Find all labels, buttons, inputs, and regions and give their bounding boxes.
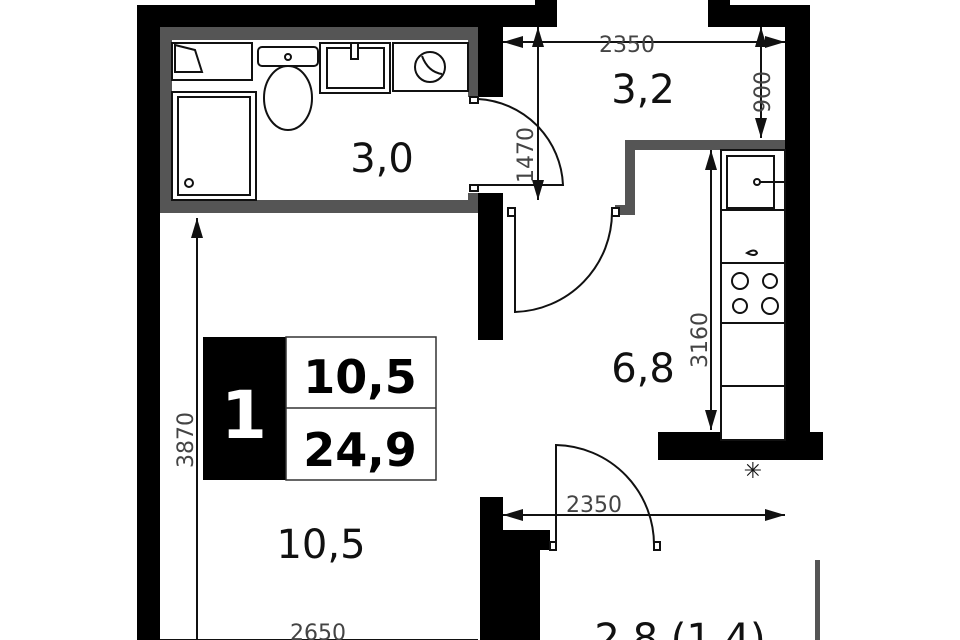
- svg-text:✳: ✳: [744, 459, 762, 484]
- kitchen-door: [514, 211, 613, 314]
- total-area: 24,9: [303, 423, 417, 477]
- rooms-count: 1: [221, 377, 267, 454]
- apartment-badge: 1 10,5 24,9: [203, 336, 437, 481]
- walls: [137, 0, 823, 640]
- sink-small-icon: [171, 42, 253, 81]
- partitions: [160, 27, 820, 640]
- dim-hallway-width: 2350: [599, 33, 655, 58]
- dim-kitchen-length: 3160: [688, 312, 713, 368]
- dim-bathroom-door: 1470: [514, 127, 539, 183]
- dim-living-width: 2650: [290, 621, 346, 640]
- room-area-kitchen: 6,8: [611, 346, 675, 392]
- kitchen-units: ✳: [720, 149, 786, 484]
- toilet-icon: [257, 46, 319, 131]
- room-labels: 3,0 3,2 6,8 10,5 2,8 (1,4): [276, 67, 765, 640]
- room-area-bathroom: 3,0: [350, 136, 414, 182]
- room-area-living: 10,5: [276, 522, 365, 568]
- balcony-door: [555, 443, 656, 548]
- washbasin-icon: [319, 42, 391, 94]
- tap-icon: [744, 249, 759, 256]
- washing-machine-icon: [392, 42, 469, 92]
- fridge-icon: [720, 385, 786, 441]
- shower-tray-icon: [171, 91, 257, 201]
- kitchen-sink-icon: [720, 149, 786, 211]
- room-area-balcony: 2,8 (1,4): [594, 616, 765, 640]
- dim-living-length: 3870: [174, 412, 199, 468]
- dimension-lines: [160, 26, 785, 640]
- room-area-hallway: 3,2: [611, 67, 675, 113]
- dim-kitchen-width: 2350: [566, 493, 622, 518]
- hob-icon: [720, 262, 786, 324]
- bathroom-fixtures: [171, 42, 469, 201]
- dim-hallway-depth: 900: [751, 71, 776, 113]
- dimension-labels: 2350 900 1470 3160 2350 3870 2650: [174, 33, 776, 640]
- living-area: 10,5: [303, 350, 417, 404]
